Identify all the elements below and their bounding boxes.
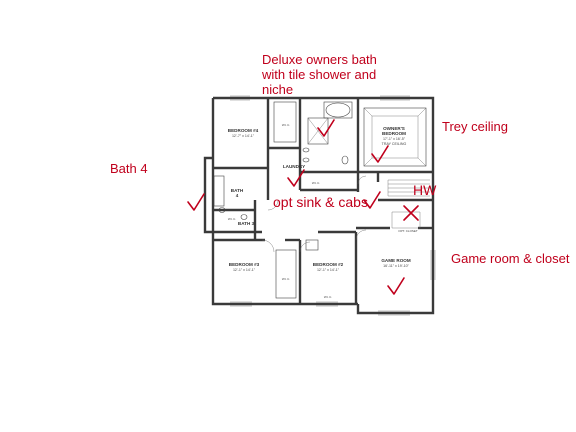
deluxe-bath-note-line1: Deluxe owners bath [262,52,377,67]
game-room-label: GAME ROOM [381,258,411,263]
bath3-label: BATH 3 [238,221,255,226]
laundry-label: LAUNDRY [283,164,305,169]
check-mark-owners-bedroom [371,145,389,163]
bedroom4-label: BEDROOM #4 [228,128,259,133]
wic-label-bed2: W.I.C. [324,295,332,299]
bath4-label: BATH [231,188,244,193]
bedroom4-size: 12'-7" x 14'-1" [232,134,255,138]
owners-bedroom-ceiling: TRAY CEILING [382,142,407,146]
bedroom2-label: BEDROOM #2 [313,262,344,267]
trey-ceiling-note: Trey ceiling [442,119,508,134]
game-room-size: 16'-11" x 19'-10" [383,264,410,268]
wic-label-bath: W.I.C. [228,217,236,221]
bath4-note: Bath 4 [110,161,148,176]
owners-bedroom-size: 17'-1" x 16'-5" [383,137,406,141]
wic-label-bed3: W.I.C. [282,277,290,281]
bedroom2-size: 12'-1" x 14'-1" [317,268,340,272]
annotation-marks [187,119,419,295]
deluxe-bath-note-line3: niche [262,82,294,97]
room-labels: BEDROOM #4 12'-7" x 14'-1" OWNER'S BEDRO… [228,123,418,299]
bedroom3-size: 12'-1" x 14'-1" [233,268,256,272]
deluxe-bath-note: Deluxe owners bath with tile shower and … [262,52,377,97]
check-mark-sink [363,191,381,209]
fixtures [213,95,436,316]
check-mark-game-room [387,277,405,295]
opt-sink-note: opt sink & cabs [273,194,368,210]
game-room-note: Game room & closet [451,251,570,266]
bedroom3-label: BEDROOM #3 [229,262,260,267]
check-mark-bath4 [187,193,205,211]
owners-bedroom-label-2: BEDROOM [382,131,406,136]
wic-label-bed4: W.I.C. [282,123,290,127]
hw-note: HW [413,182,437,198]
opt-closet-label: OPT. CLOSET [398,229,418,233]
check-mark-owners-bath [317,119,335,137]
bath4-number: 4 [236,193,239,198]
deluxe-bath-note-line2: with tile shower and [262,67,377,82]
x-mark-hw [403,205,419,221]
owners-bedroom-label-1: OWNER'S [383,126,405,131]
check-mark-laundry [287,169,305,187]
wic-label-owners: W.I.C. [312,181,320,185]
outer-walls [203,96,435,315]
